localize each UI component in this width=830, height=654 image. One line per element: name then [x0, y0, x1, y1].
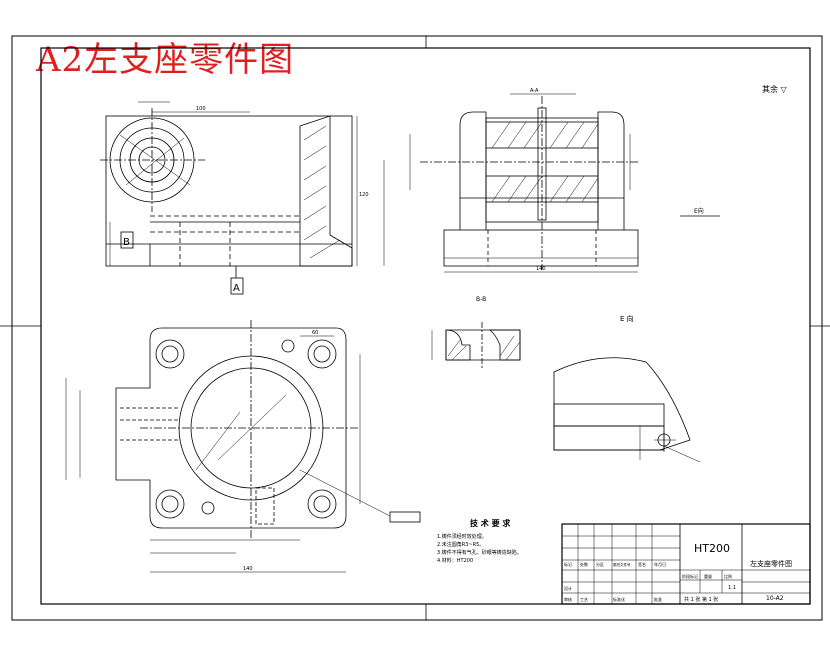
view-e — [553, 357, 701, 463]
mark-b-label: B — [123, 237, 130, 248]
title-block-header-3: 分区 — [596, 561, 604, 567]
tech-req-item-4: 4.材料：HT200 — [437, 557, 473, 564]
title-block-weight: 重量 — [704, 573, 712, 579]
title-block-drawing-no: 10-A2 — [766, 595, 784, 602]
title-block-role-5: 批准 — [654, 596, 662, 602]
title-block-material: HT200 — [694, 542, 730, 555]
title-block-role-1: 设计 — [564, 585, 572, 591]
title-block-scale: 1:1 — [728, 585, 736, 591]
title-block-ratio: 比例 — [724, 573, 732, 579]
view-e-arrow-label: E向 — [694, 207, 704, 215]
drawing-title: A2左支座零件图 — [36, 40, 295, 80]
view-e-label: E 向 — [620, 314, 634, 323]
title-block-role-4: 标准化 — [613, 596, 625, 602]
tech-req-item-1: 1.铸件须经时效处理。 — [437, 533, 487, 540]
dim-140-top-label: 140 — [243, 566, 253, 572]
mark-a-label: A — [233, 283, 240, 294]
top-view — [65, 320, 421, 573]
tech-req-item-3: 3.铸件不得有气孔、砂眼等铸造缺陷。 — [437, 549, 522, 556]
tech-req-heading: 技 术 要 求 — [470, 518, 511, 528]
title-block-role-2: 审核 — [564, 596, 572, 602]
drawing-frame — [0, 35, 830, 621]
front-view — [100, 101, 358, 295]
title-block-header-1: 标记 — [564, 561, 572, 567]
title-block-stage: 阶段标记 — [682, 573, 698, 579]
roughness-note: 其余 ▽ — [762, 84, 788, 94]
title-block-part-name: 左支座零件图 — [750, 559, 792, 568]
dim-100-label: 100 — [196, 106, 206, 112]
dim-140-side-label: 140 — [536, 266, 546, 272]
section-bb-label: B-B — [476, 296, 486, 303]
title-block-header-5: 签名 — [638, 561, 646, 567]
title-block-header-4: 更改文件号 — [613, 562, 631, 567]
side-view — [383, 93, 720, 273]
title-block-header-6: 年月日 — [654, 561, 666, 567]
tech-req-item-2: 2.未注圆角R3~R5。 — [437, 541, 484, 548]
dim-120-label: 120 — [359, 192, 369, 198]
title-block-header-2: 处数 — [580, 561, 588, 567]
dim-60-label: 60 — [312, 330, 318, 336]
section-aa-label: A-A — [530, 88, 539, 94]
title-block-sheet-info: 共 1 张 第 1 张 — [684, 596, 718, 603]
title-block-role-3: 工艺 — [580, 597, 588, 602]
section-bb-view — [431, 322, 521, 370]
title-block — [561, 523, 811, 605]
